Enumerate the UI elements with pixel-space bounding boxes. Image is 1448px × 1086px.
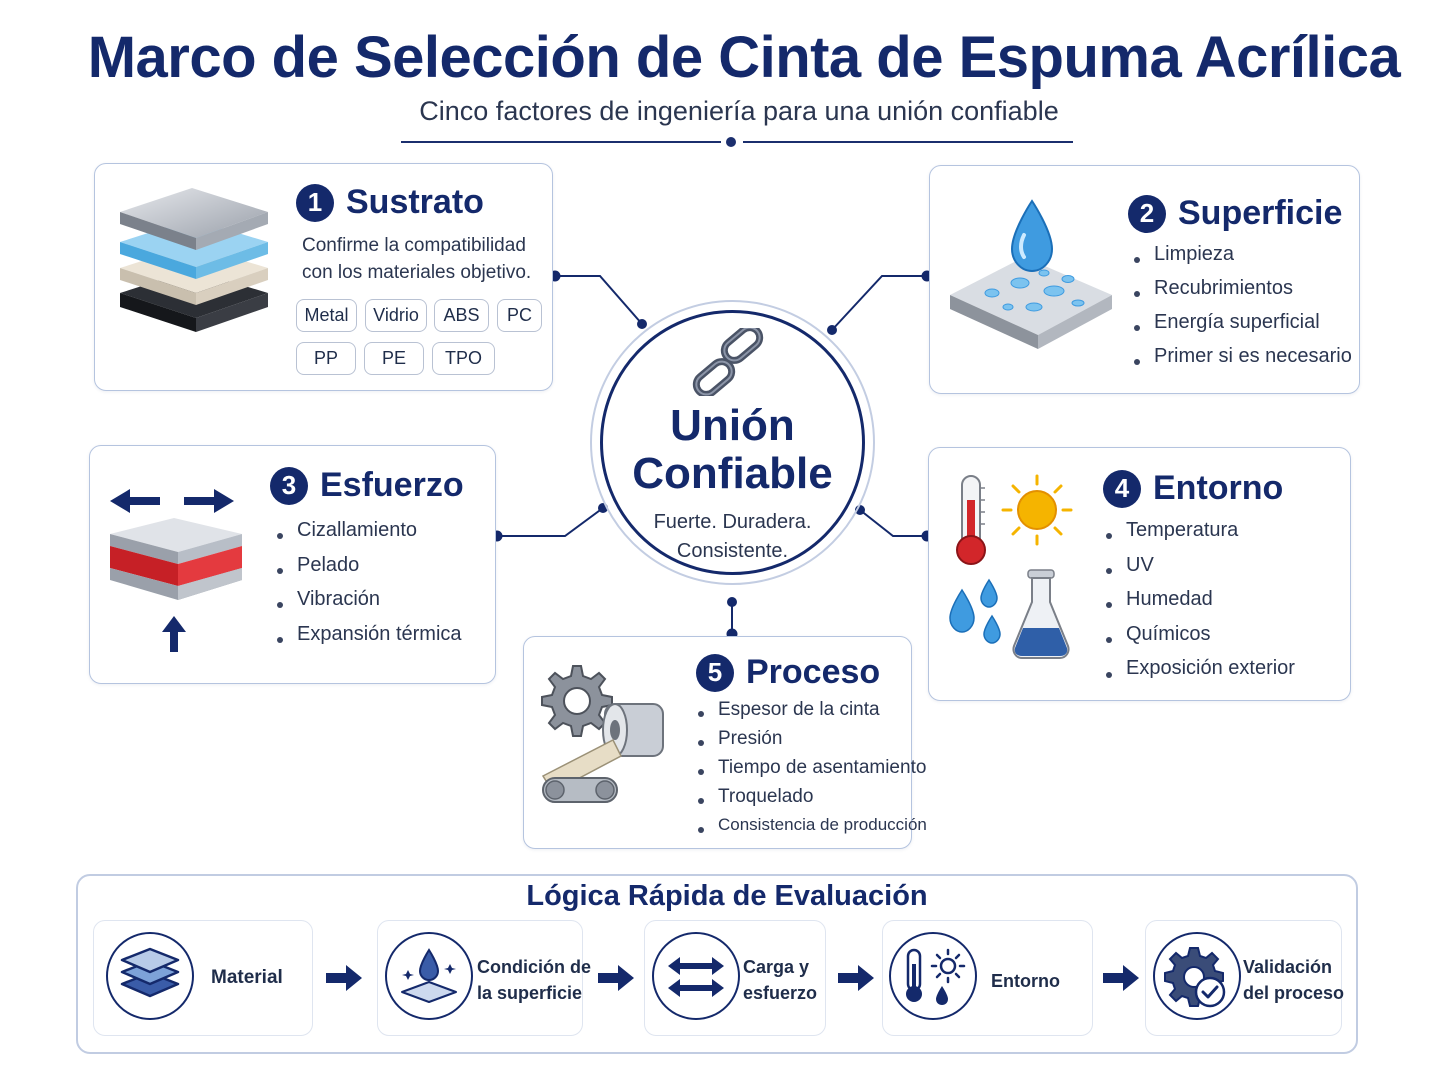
thermometer-icon [956, 475, 986, 565]
list-item: Tiempo de asentamiento [696, 757, 927, 786]
card-proceso-list: Espesor de la cinta Presión Tiempo de as… [696, 699, 927, 844]
list-item: Vibración [275, 588, 462, 623]
chip-vidrio: Vidrio [365, 299, 427, 332]
conveyor-icon [542, 777, 618, 803]
gear-check-icon [1164, 947, 1226, 1008]
card-proceso-title: Proceso [746, 653, 881, 691]
eval-step-label-line2: del proceso [1243, 983, 1345, 1003]
card-entorno-header: 4 Entorno [1103, 469, 1283, 508]
card-superficie-header: 2 Superficie [1128, 194, 1342, 233]
bidirectional-arrows-icon [668, 957, 724, 997]
step-number-badge: 5 [696, 653, 734, 692]
eval-step-icon-circle [652, 932, 740, 1020]
chip-tpo: TPO [432, 342, 495, 375]
eval-step-label-line1: Material [211, 967, 283, 988]
page-title: Marco de Selección de Cinta de Espuma Ac… [87, 25, 1401, 90]
thermometer-sun-icon [906, 948, 966, 1005]
list-item: Exposición exterior [1104, 657, 1295, 692]
sun-icon [1001, 474, 1073, 546]
eval-step-label-line2: esfuerzo [743, 983, 818, 1003]
chip-pe: PE [364, 342, 424, 375]
flask-icon [1012, 569, 1070, 659]
list-item: Presión [696, 728, 927, 757]
chip-pc: PC [497, 299, 542, 332]
gear-icon [541, 665, 613, 737]
eval-step-icon-circle [385, 932, 473, 1020]
subtitle-divider-dot [726, 137, 736, 147]
flow-arrow-icon [326, 965, 362, 991]
desc-line1: Confirme la compatibilidad [302, 235, 526, 256]
chip-metal: Metal [296, 299, 357, 332]
eval-step-label-line1: Validación [1243, 957, 1333, 977]
card-entorno-title: Entorno [1153, 469, 1284, 507]
card-esfuerzo-title: Esfuerzo [320, 466, 464, 504]
eval-step-label: Condición de la superficie [477, 954, 591, 1006]
flow-arrow-icon [838, 965, 874, 991]
eval-step-label: Material [211, 965, 283, 991]
list-item: Químicos [1104, 623, 1295, 658]
droplet-surface-icon [401, 948, 457, 1003]
list-item: Pelado [275, 554, 462, 589]
step-number-badge: 2 [1128, 194, 1166, 233]
list-item: Troquelado [696, 786, 927, 815]
desc-line2: con los materiales objetivo. [302, 262, 532, 283]
eval-step-label-line1: Carga y [743, 957, 810, 977]
list-item: Energía superficial [1132, 311, 1352, 345]
eval-step-label-line1: Condición de [477, 957, 591, 977]
card-sustrato-title: Sustrato [346, 183, 484, 221]
flow-arrow-icon [598, 965, 634, 991]
center-title: Unión Confiable [600, 402, 865, 498]
environment-icons [949, 474, 1073, 659]
card-esfuerzo-header: 3 Esfuerzo [270, 466, 464, 505]
center-outer-ring [590, 300, 875, 585]
flow-arrow-icon [1103, 965, 1139, 991]
center-sub-line2: Consistente. [676, 540, 789, 562]
center-title-line2: Confiable [632, 449, 833, 498]
step-number-badge: 4 [1103, 469, 1141, 508]
card-sustrato-description: Confirme la compatibilidad con los mater… [302, 232, 531, 286]
card-superficie-title: Superficie [1178, 194, 1343, 232]
subtitle-divider-right [743, 141, 1073, 143]
list-item: Recubrimientos [1132, 277, 1352, 311]
eval-step-label: Carga y esfuerzo [743, 954, 817, 1006]
chain-link-icon [692, 328, 764, 396]
list-item: UV [1104, 554, 1295, 589]
list-item: Temperatura [1104, 519, 1295, 554]
eval-step-label-line1: Entorno [991, 971, 1060, 991]
eval-step-label-line2: la superficie [477, 983, 583, 1003]
list-item: Cizallamiento [275, 519, 462, 554]
list-item: Espesor de la cinta [696, 699, 927, 728]
list-item: Limpieza [1132, 243, 1352, 277]
step-number-badge: 1 [296, 183, 334, 222]
eval-step-label: Entorno [991, 968, 1060, 994]
card-entorno-list: Temperatura UV Humedad Químicos Exposici… [1104, 519, 1295, 692]
card-superficie-list: Limpieza Recubrimientos Energía superfic… [1132, 243, 1352, 379]
rain-drops-icon [949, 578, 1001, 644]
card-esfuerzo-list: Cizallamiento Pelado Vibración Expansión… [275, 519, 462, 657]
subtitle-divider-left [401, 141, 721, 143]
chip-pp: PP [296, 342, 356, 375]
stress-arrows-icon [110, 489, 242, 652]
center-circle [600, 310, 865, 575]
list-item: Expansión térmica [275, 623, 462, 658]
eval-step-label: Validación del proceso [1243, 954, 1344, 1006]
page-subtitle: Cinco factores de ingeniería para una un… [419, 96, 1059, 126]
list-item: Primer si es necesario [1132, 345, 1352, 379]
evaluation-title: Lógica Rápida de Evaluación [526, 880, 928, 912]
material-layers-icon [120, 188, 268, 332]
eval-step-icon-circle [889, 932, 977, 1020]
layers-icon [120, 947, 180, 998]
step-number-badge: 3 [270, 466, 308, 505]
gear-roller-icon [541, 665, 664, 803]
list-item: Consistencia de producción [696, 815, 927, 844]
card-sustrato-header: 1 Sustrato [296, 183, 484, 222]
list-item: Humedad [1104, 588, 1295, 623]
water-droplet-surface-icon [950, 199, 1112, 349]
chip-abs: ABS [434, 299, 489, 332]
center-sub-line1: Fuerte. Duradera. [653, 511, 812, 533]
card-proceso-header: 5 Proceso [696, 653, 880, 692]
center-title-line1: Unión [670, 401, 795, 450]
center-subtitle: Fuerte. Duradera. Consistente. [600, 508, 865, 566]
